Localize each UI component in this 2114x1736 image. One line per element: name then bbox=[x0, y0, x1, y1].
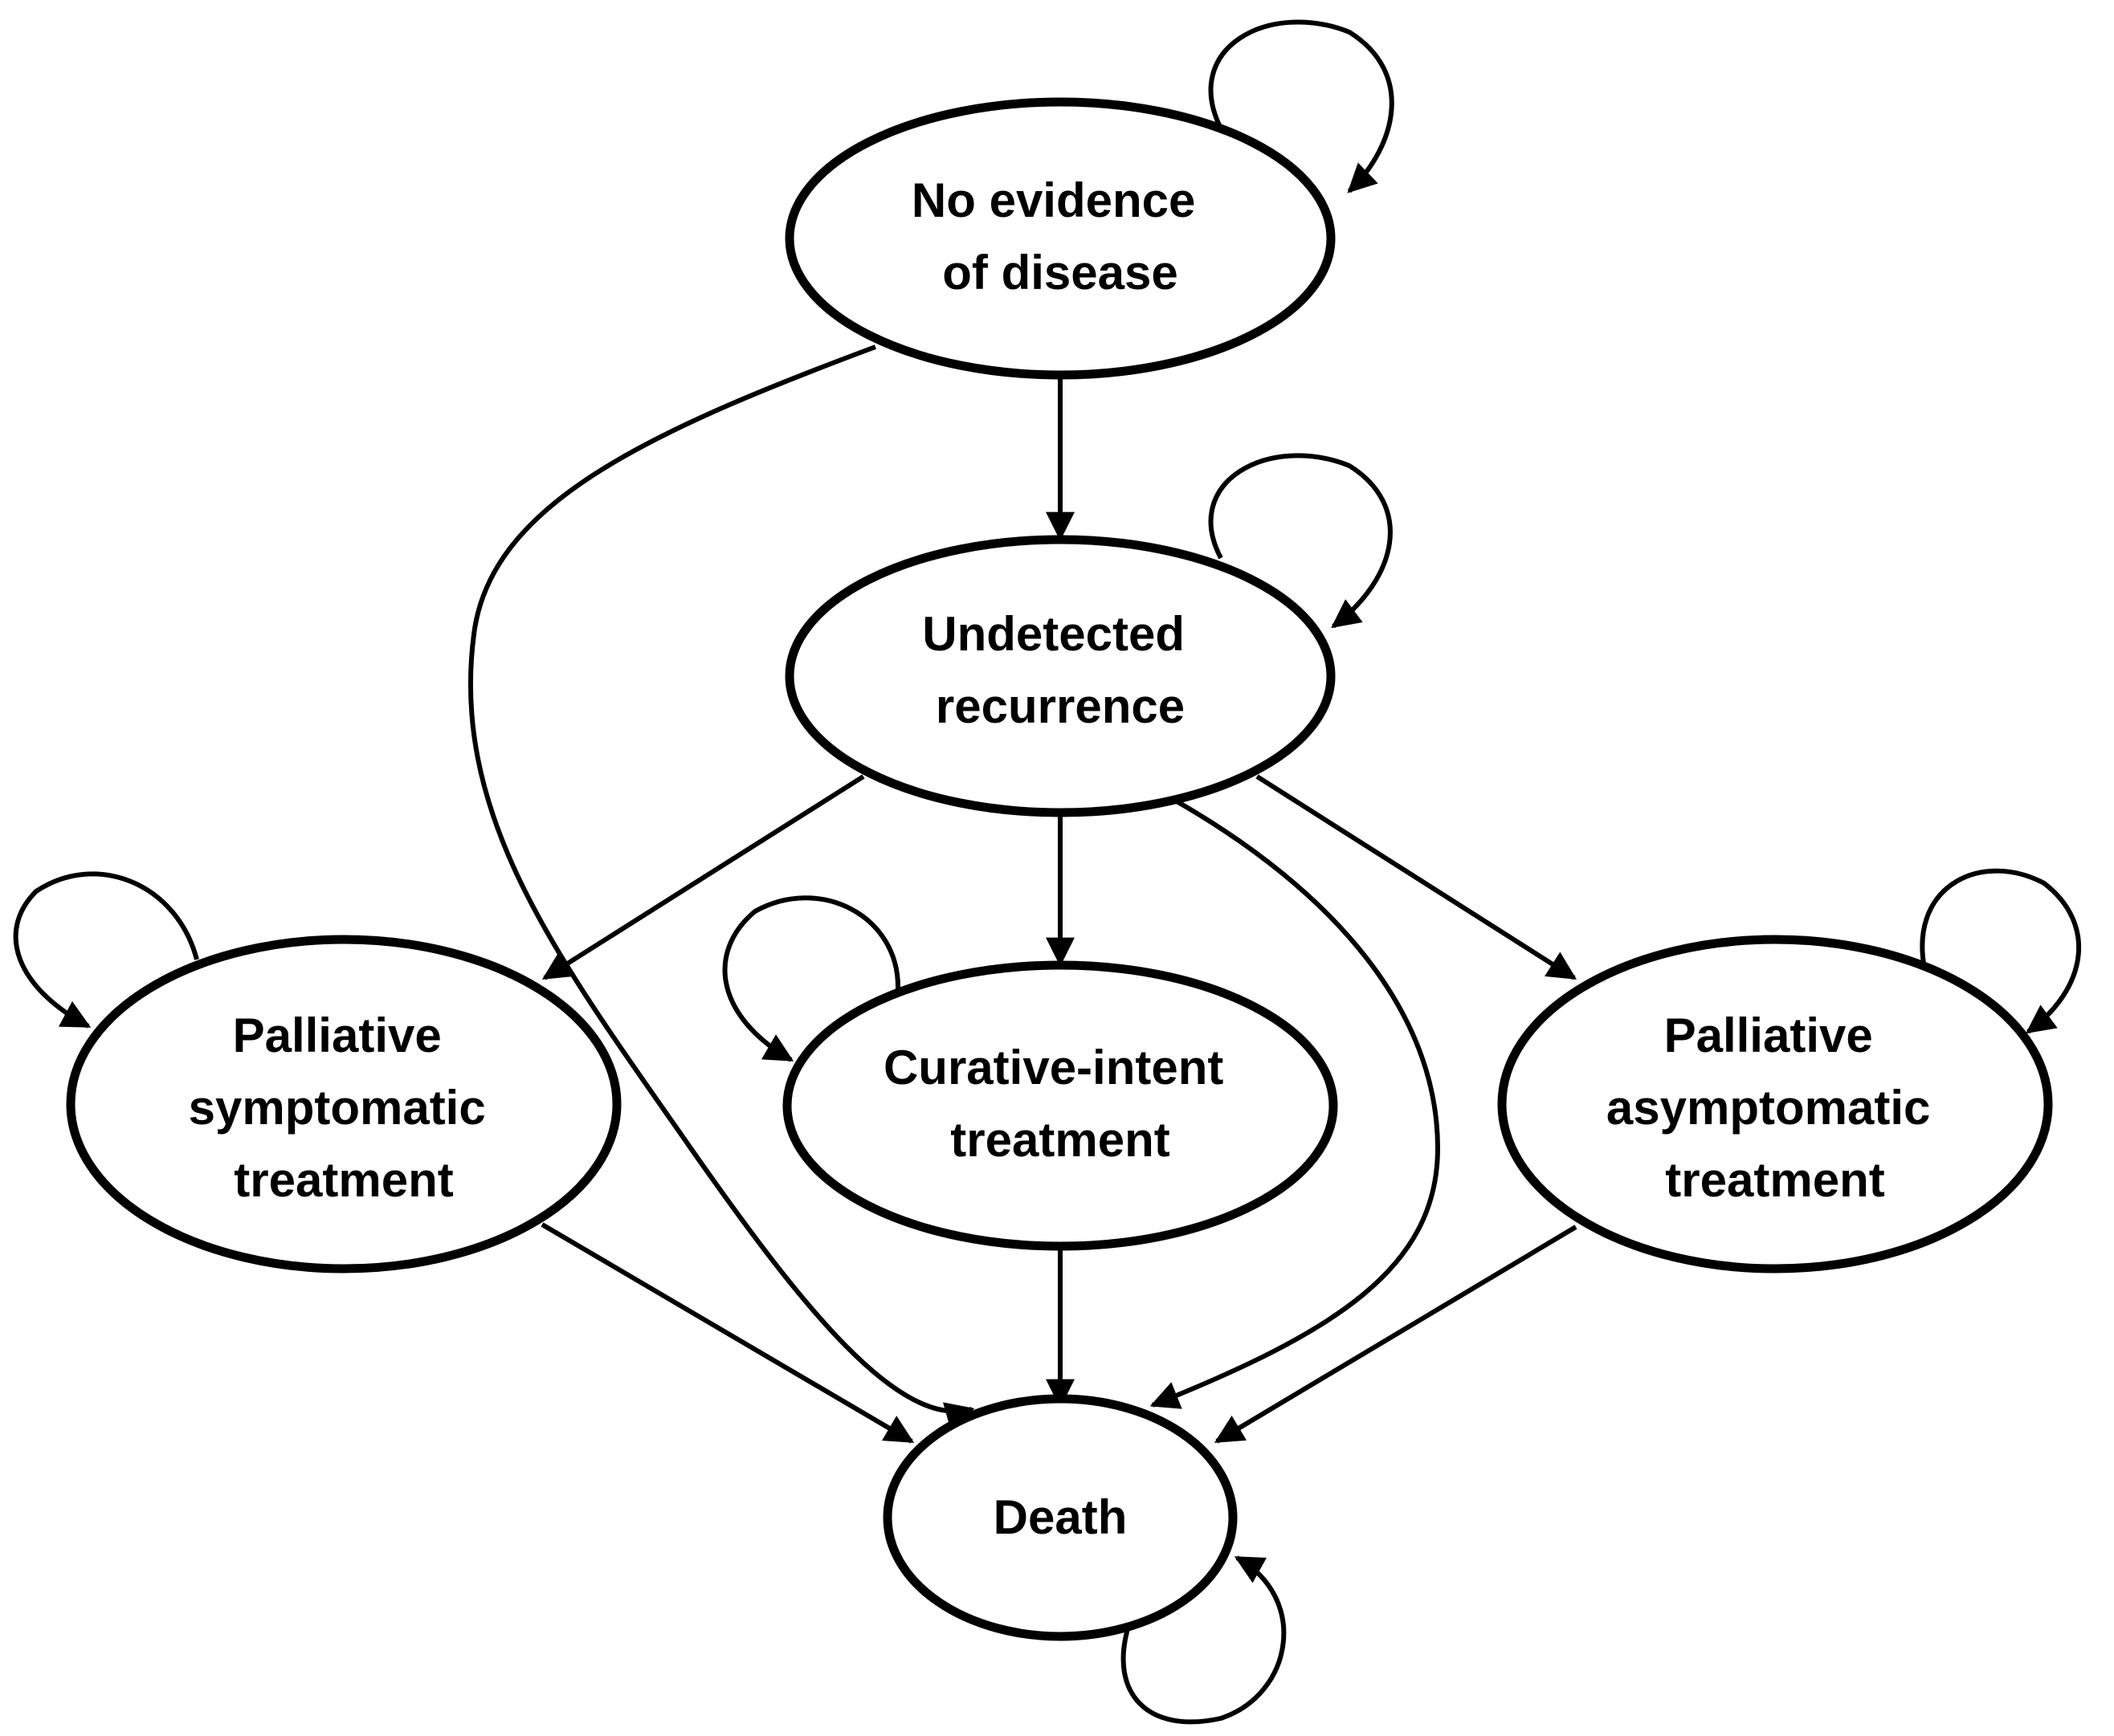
edge-ned-to-death bbox=[468, 344, 975, 1430]
node-label: Curative-intent treatment bbox=[884, 1041, 1237, 1167]
node-no-evidence-of-disease: No evidence of disease bbox=[785, 97, 1336, 380]
node-label: Undetected recurrence bbox=[922, 607, 1198, 733]
edge-undetected-to-death bbox=[1149, 799, 1441, 1409]
edge-death-self-loop bbox=[1120, 1555, 1287, 1725]
node-palliative-asymptomatic-treatment: Palliative asymptomatic treatment bbox=[1497, 935, 2053, 1273]
node-label: Palliative asymptomatic treatment bbox=[1606, 1009, 1944, 1207]
node-label: Death bbox=[994, 1490, 1128, 1544]
edge-curative-self-loop bbox=[722, 895, 901, 1062]
node-palliative-symptomatic-treatment: Palliative symptomatic treatment bbox=[66, 935, 622, 1273]
edge-palliative-asymptomatic-self-loop bbox=[1920, 868, 2082, 1034]
edge-undetected-to-palliative-symptomatic bbox=[541, 774, 865, 980]
edge-undetected-to-palliative-asymptomatic bbox=[1255, 774, 1577, 980]
node-label: No evidence of disease bbox=[912, 173, 1209, 300]
node-death: Death bbox=[883, 1394, 1238, 1641]
edge-palliative-symptomatic-to-death bbox=[541, 1222, 915, 1444]
edge-palliative-asymptomatic-to-death bbox=[1214, 1225, 1577, 1444]
node-undetected-recurrence: Undetected recurrence bbox=[785, 535, 1336, 817]
edge-palliative-symptomatic-self-loop bbox=[13, 871, 199, 1029]
edge-ned-self-loop bbox=[1208, 19, 1394, 194]
node-curative-intent-treatment: Curative-intent treatment bbox=[782, 960, 1338, 1251]
edge-undetected-self-loop bbox=[1208, 453, 1393, 629]
node-label: Palliative symptomatic treatment bbox=[189, 1009, 500, 1207]
